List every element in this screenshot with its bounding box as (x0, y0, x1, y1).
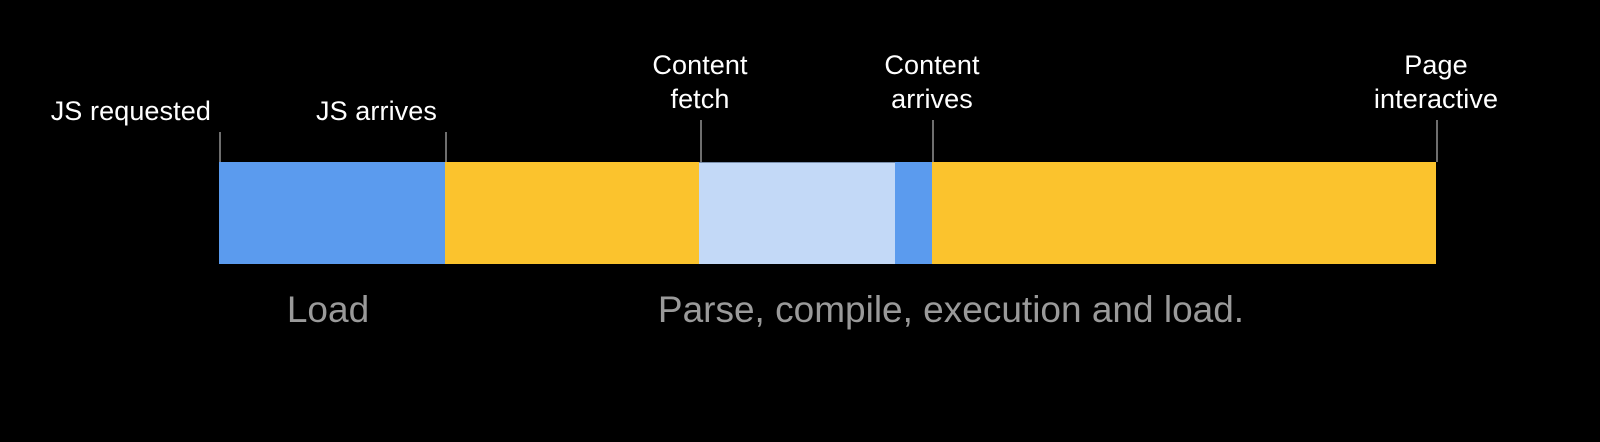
marker-label-js-requested: JS requested (50, 96, 211, 126)
phase-caption-load: Load (286, 289, 370, 330)
marker-label-content-arrives: Content arrives (884, 50, 980, 114)
marker-label-content-fetch: Content fetch (652, 50, 748, 114)
bar-segment-parse-yellow-2 (932, 162, 1436, 264)
phase-caption-parse: Parse, compile, execution and load. (657, 289, 1245, 330)
timeline-bar (219, 162, 1436, 264)
marker-tick-content-fetch (700, 120, 702, 162)
bar-segment-content-load (895, 162, 932, 264)
bar-segment-content-fetch (699, 162, 895, 264)
marker-tick-page-interactive (1436, 120, 1438, 162)
marker-tick-content-arrives (932, 120, 934, 162)
marker-tick-js-requested (219, 132, 221, 162)
marker-label-page-interactive: Page interactive (1373, 50, 1499, 114)
bar-segment-load-blue (219, 162, 445, 264)
marker-tick-js-arrives (445, 132, 447, 162)
bar-segment-parse-yellow-1 (445, 162, 699, 264)
marker-label-js-arrives: JS arrives (315, 96, 437, 126)
